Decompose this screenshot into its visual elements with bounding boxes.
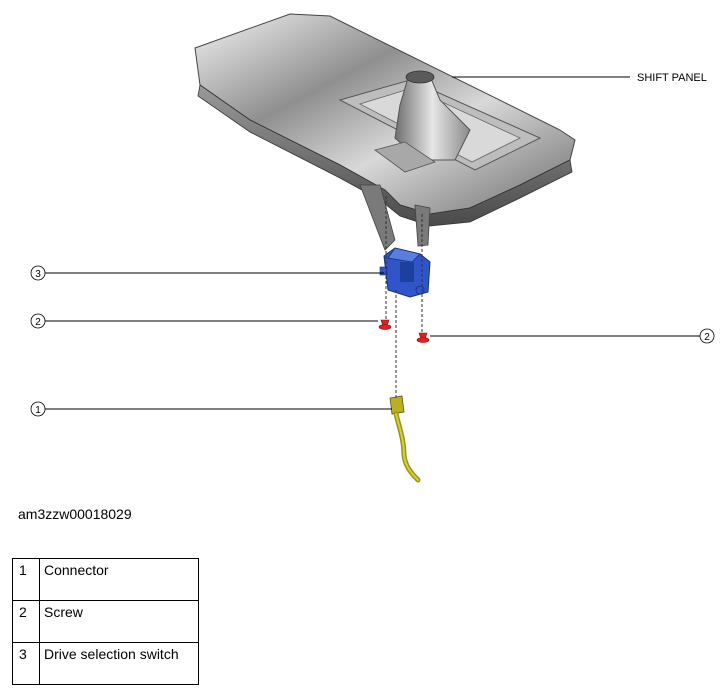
callout-2-right-marker: 2: [699, 328, 715, 344]
legend-row: 3 Drive selection switch: [12, 642, 199, 685]
svg-text:2: 2: [35, 317, 41, 328]
callout-2-left-marker: 2: [30, 313, 46, 329]
callout-1-marker: 1: [30, 401, 46, 417]
exploded-view-diagram: SHIFT PANEL 3 2 2 1: [30, 13, 715, 483]
legend-label: Screw: [39, 600, 199, 643]
legend-row: 1 Connector: [12, 558, 199, 601]
callout-3-marker: 3: [30, 265, 46, 281]
legend-number: 2: [12, 600, 40, 643]
legend-label: Drive selection switch: [39, 642, 199, 685]
legend-row: 2 Screw: [12, 600, 199, 643]
shift-panel-label: SHIFT PANEL: [637, 72, 707, 84]
legend-number: 3: [12, 642, 40, 685]
svg-text:3: 3: [35, 269, 41, 280]
screw-right-part: [416, 332, 430, 343]
screw-left-part: [378, 319, 392, 330]
shift-panel-part: [194, 13, 576, 251]
drive-selection-switch-part: [379, 247, 431, 298]
assembly-guide-lines: [385, 196, 423, 398]
connector-part: [389, 395, 421, 483]
legend-label: Connector: [39, 558, 199, 601]
figure-code: am3zzw00018029: [18, 506, 132, 522]
legend-number: 1: [12, 558, 40, 601]
svg-text:1: 1: [35, 405, 41, 416]
parts-legend-table: 1 Connector 2 Screw 3 Drive selection sw…: [12, 558, 199, 685]
svg-text:2: 2: [704, 332, 710, 343]
